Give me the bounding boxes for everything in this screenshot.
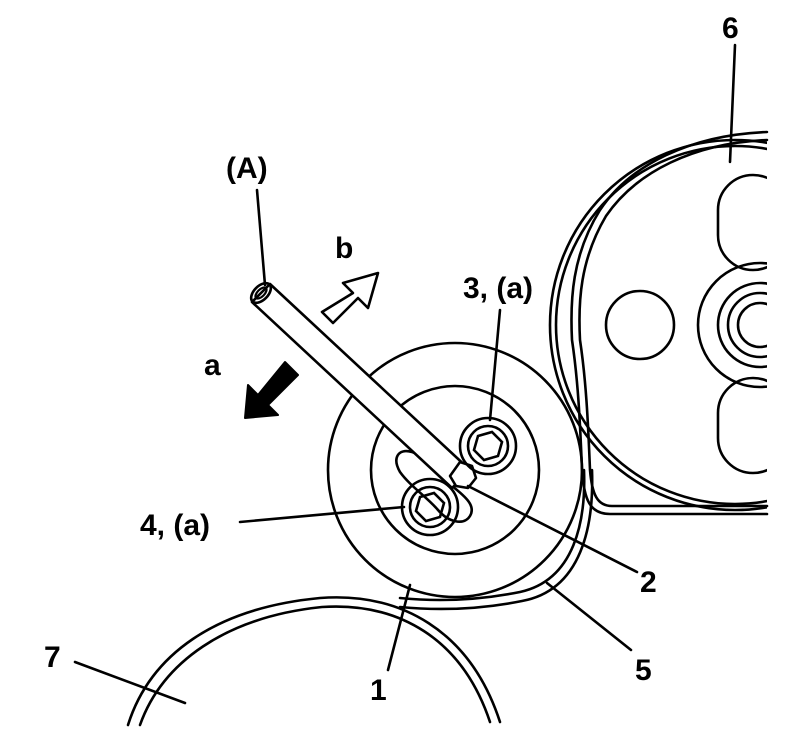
arrow-b-icon	[320, 271, 380, 325]
label-direction-b: b	[335, 232, 353, 265]
label-bolt-3: 3, (a)	[463, 272, 533, 305]
belt-5	[398, 130, 769, 611]
label-part-1: 1	[370, 674, 387, 707]
tensioner-pulley-1	[326, 341, 584, 599]
pulley-7	[126, 596, 502, 727]
arrow-a-icon	[244, 361, 299, 419]
label-part-2: 2	[640, 566, 657, 599]
label-part-5: 5	[635, 654, 652, 687]
label-tool-A: (A)	[226, 152, 268, 185]
label-part-6: 6	[722, 12, 739, 45]
label-bolt-4: 4, (a)	[140, 509, 210, 542]
pulley-6	[548, 138, 800, 512]
bolt-3	[458, 416, 518, 476]
leader-lines	[73, 43, 737, 705]
bolt-4	[400, 477, 460, 537]
label-direction-a: a	[204, 349, 221, 382]
label-part-7: 7	[44, 641, 61, 674]
